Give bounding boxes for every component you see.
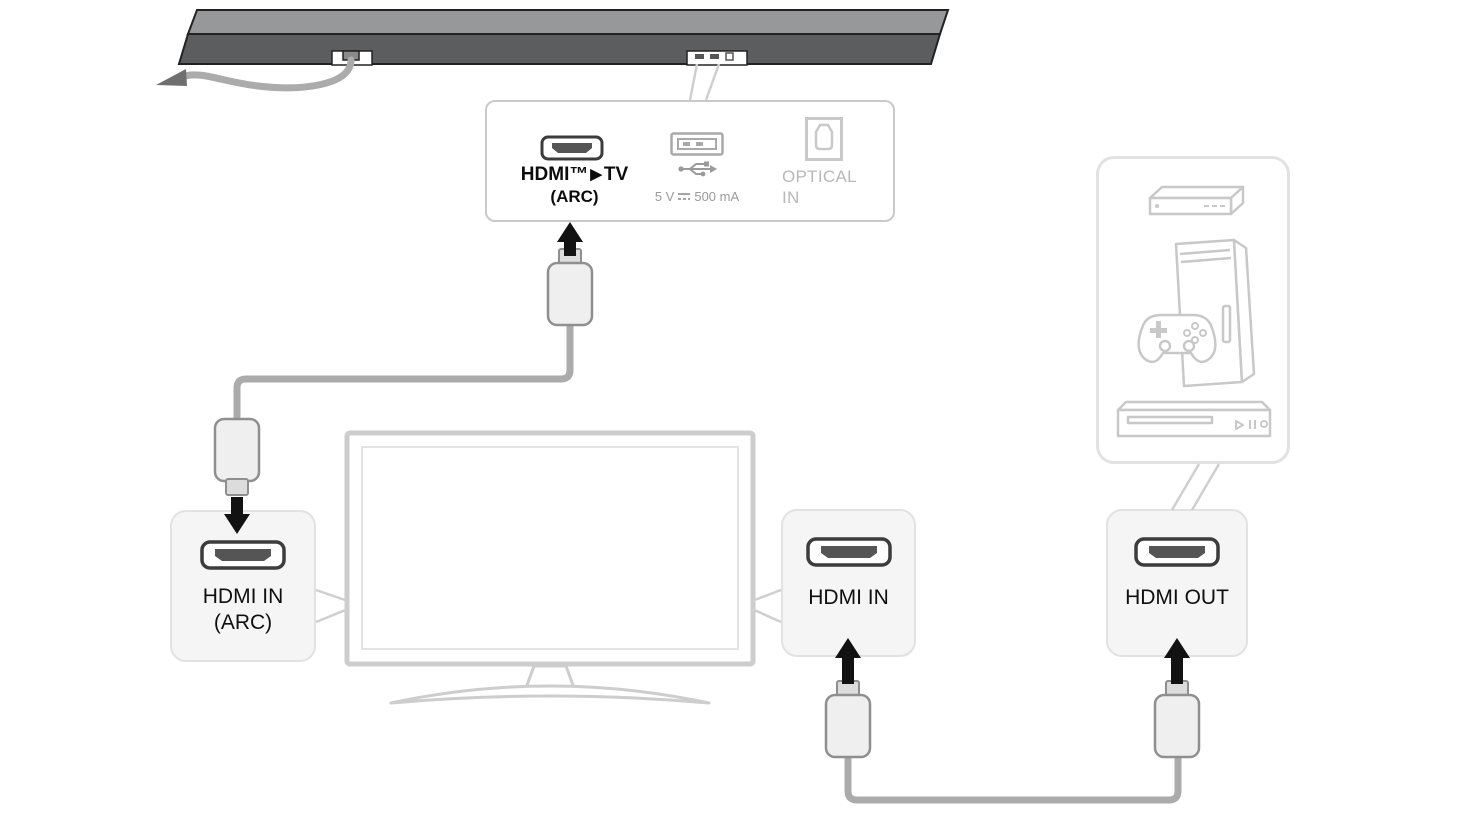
hdmi-brand-text: HDMI™ [520,164,589,185]
tv-stand-base [389,684,711,705]
hdmi-cable-source-to-tv [824,680,1201,804]
usb-power-caption: 5 V 500 mA [637,189,757,204]
usb-trident-icon [678,161,717,177]
usb-voltage-text: 5 V [654,189,675,204]
optical-label-line2: IN [782,188,800,207]
optical-in-label: OPTICAL IN [782,166,882,208]
hdmi-port-icon [540,135,604,161]
hdmi-plug-source-out [1153,680,1201,759]
hdmi-plug-down [213,417,261,496]
tv-in-label: HDMI IN [808,586,889,609]
output-arrow-icon: ▶ [590,166,602,183]
tv-screen [361,446,739,650]
set-top-box-icon [1148,185,1245,216]
hdmi-tv-arc-label: HDMI™▶TV [487,164,662,186]
power-plug-tip [156,69,187,86]
tv-illustration [344,430,756,705]
soundbar-illustration [177,9,950,66]
soundbar-rear-panel-detail: HDMI™▶TV (ARC) 5 V 500 mA OPTICAL IN [485,100,895,222]
disc-player-icon [1116,400,1272,438]
hdmi-plug-tv-in [824,680,872,759]
hdmi-target-text: TV [603,164,629,185]
hdmi-port-icon [805,537,892,567]
usb-port-icon [670,132,724,156]
source-devices-box [1096,156,1290,464]
source-device-icons [1116,185,1272,438]
tv-hdmi-in-arc-box: HDMI IN (ARC) [170,510,316,662]
source-hdmi-out-box: HDMI OUT [1106,509,1248,657]
hdmi-plug-up [546,248,594,327]
game-controller-icon [1137,313,1217,364]
optical-label-line1: OPTICAL [782,167,857,186]
game-console-icon [1174,238,1256,388]
dc-symbol-icon [678,192,691,200]
power-cable [156,56,355,92]
arc-label-line2: (ARC) [213,611,273,634]
hdmi-port-icon [200,540,286,570]
hdmi-arc-sublabel: (ARC) [550,187,599,206]
hdmi-out-label: HDMI OUT [1125,586,1229,609]
usb-current-text: 500 mA [694,189,740,204]
tv-hdmi-in-box: HDMI IN [781,509,916,657]
hdmi-port-icon [1134,537,1220,567]
arc-label-line1: HDMI IN [202,585,284,608]
hdmi-cable-soundbar-to-tv [213,248,594,496]
optical-port-icon [805,117,843,161]
